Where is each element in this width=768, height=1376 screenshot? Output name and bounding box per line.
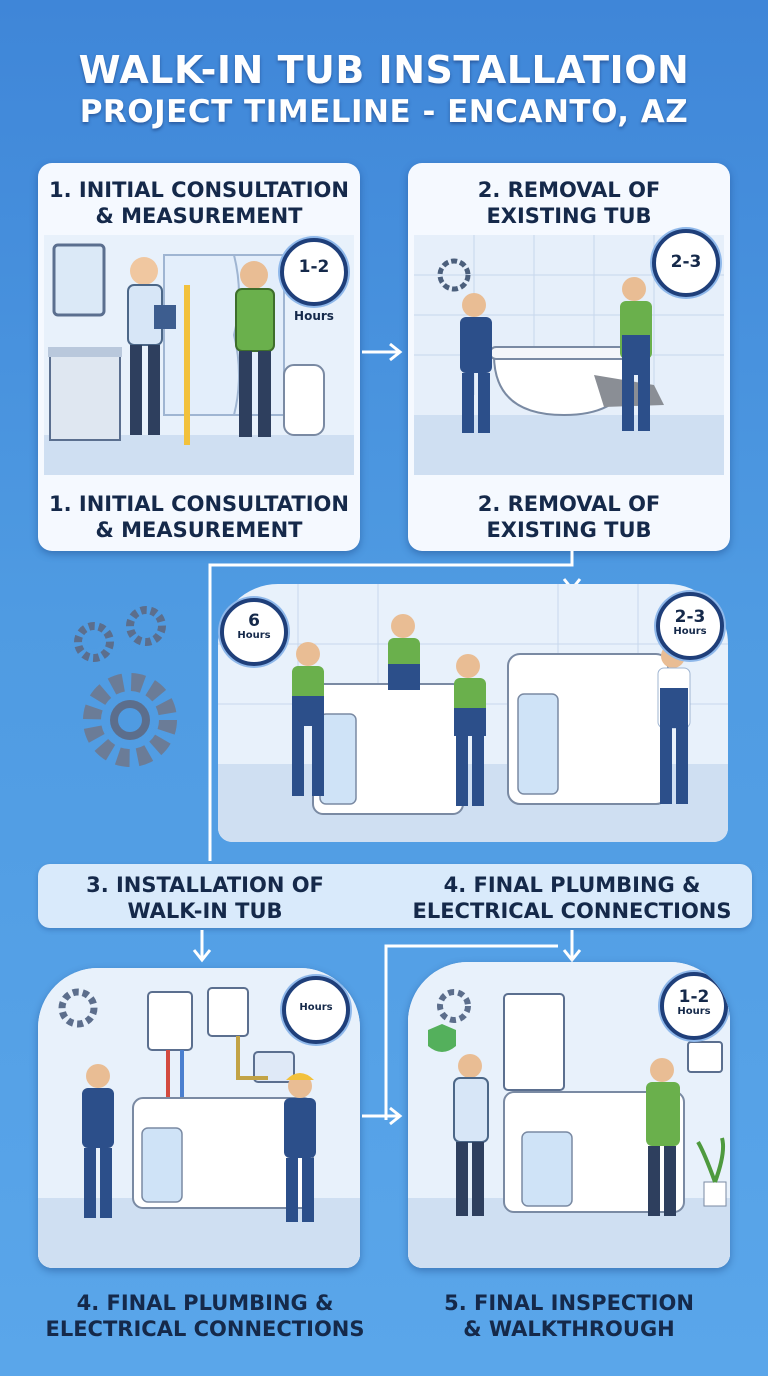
step-3b-clock-duration: 2-3	[674, 607, 706, 627]
step-3-hours-label: Hours	[237, 630, 271, 641]
arrow-1-to-2	[362, 342, 403, 362]
step-1-clock-duration: 1-2	[298, 257, 330, 277]
step-2-card: 2. REMOVAL OF EXISTING TUB 2-3 2. REMOVA…	[408, 163, 730, 551]
step-1-hours-label: Hours	[294, 309, 334, 323]
step-3-clock-duration: 6	[248, 611, 260, 631]
page-subtitle: PROJECT TIMELINE - ENCANTO, AZ	[79, 94, 689, 130]
installation-scene-illustration	[218, 584, 728, 842]
plumbing-scene-illustration	[38, 968, 360, 1268]
step-5-hours-label: Hours	[677, 1006, 711, 1017]
step-1-bottom-label: 1. INITIAL CONSULTATION & MEASUREMENT	[49, 492, 349, 542]
step-2-clock-duration: 2-3	[670, 252, 702, 272]
arrow-3-down	[192, 930, 212, 963]
step-3-label: 3. INSTALLATION OF WALK-IN TUB	[86, 873, 324, 923]
step-3-clock-icon: 6 Hours	[220, 598, 288, 666]
step-2-top-label: 2. REMOVAL OF EXISTING TUB	[477, 178, 661, 228]
step-3b-hours-label: Hours	[673, 626, 707, 637]
step-4-clock-icon: Hours	[282, 976, 350, 1044]
arrow-4-to-5	[362, 1106, 403, 1126]
step-4-hours-label: Hours	[299, 1002, 333, 1013]
page-title: WALK-IN TUB INSTALLATION	[78, 48, 690, 92]
step-4-card: Hours	[38, 968, 360, 1268]
step-4-label: 4. FINAL PLUMBING & ELECTRICAL CONNECTIO…	[412, 873, 732, 923]
step-1-top-label: 1. INITIAL CONSULTATION & MEASUREMENT	[49, 178, 349, 228]
step-2-bottom-label: 2. REMOVAL OF EXISTING TUB	[477, 492, 661, 542]
step-5-card: 1-2 Hours	[408, 962, 730, 1268]
gears-decoration-icon	[74, 606, 177, 767]
step-3b-clock-icon: 2-3 Hours	[656, 592, 724, 660]
step-5-bottom-label: 5. FINAL INSPECTION & WALKTHROUGH	[444, 1291, 694, 1341]
connector-4-to-5	[384, 930, 582, 1120]
step-5-clock-duration: 1-2	[678, 987, 710, 1007]
step-3-scene-panel	[218, 584, 728, 842]
step-2-clock-icon: 2-3	[652, 229, 720, 297]
step-1-card: 1. INITIAL CONSULTATION & MEASUREMENT 1-…	[38, 163, 360, 551]
step-5-clock-icon: 1-2 Hours	[660, 972, 728, 1040]
step-1-clock-icon: 1-2	[280, 238, 348, 306]
step-4-bottom-label: 4. FINAL PLUMBING & ELECTRICAL CONNECTIO…	[45, 1291, 365, 1341]
steps-3-4-banner	[38, 864, 752, 928]
